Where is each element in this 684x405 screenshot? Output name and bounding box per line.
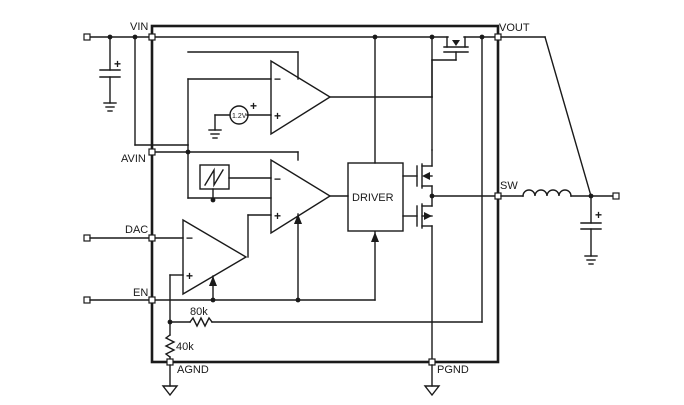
vin-label: VIN	[130, 21, 148, 33]
output-network	[500, 36, 614, 265]
top-rail	[151, 34, 499, 40]
reference-plus: +	[250, 99, 257, 113]
en-input-terminal[interactable]	[83, 296, 91, 304]
driver-block	[347, 36, 404, 232]
reference-source-icon	[208, 105, 249, 139]
capacitor-polarity-plus: +	[114, 57, 121, 71]
vin-pin	[148, 33, 156, 41]
sw-label: SW	[500, 180, 518, 192]
dac-amplifier	[151, 197, 248, 323]
vout-label: VOUT	[499, 22, 530, 34]
resistor-80k-label: 80k	[190, 306, 208, 318]
comp-minus: −	[274, 172, 281, 186]
agnd-ground-icon	[161, 364, 179, 397]
pgnd-ground-icon	[423, 364, 441, 397]
power-stage	[402, 96, 499, 363]
output-capacitor-plus: +	[595, 208, 602, 222]
resistor-40k-label: 40k	[176, 341, 194, 353]
avin-label: AVIN	[121, 153, 146, 165]
vout-pin	[494, 33, 502, 41]
pwm-comparator	[247, 158, 349, 301]
pass-switch-icon	[431, 36, 469, 61]
pgnd-label: PGND	[437, 364, 469, 376]
avin-pin	[148, 148, 156, 156]
dac-input-terminal[interactable]	[83, 234, 91, 242]
output-terminal[interactable]	[612, 192, 620, 200]
comp-plus: +	[274, 209, 281, 223]
reference-voltage-label: 1.2V	[232, 113, 247, 120]
vin-net	[87, 34, 272, 199]
dac-amp-minus: −	[186, 231, 193, 245]
dac-label: DAC	[125, 224, 148, 236]
vin-input-terminal[interactable]	[83, 33, 91, 41]
en-pin	[148, 296, 156, 304]
dac-amp-plus: +	[186, 269, 193, 283]
driver-label: DRIVER	[352, 192, 394, 204]
error-amp-1	[187, 36, 433, 146]
ramp-generator	[199, 164, 272, 201]
dac-pin	[148, 234, 156, 242]
pgnd-pin	[428, 358, 436, 366]
feedback-net	[164, 36, 483, 363]
amp1-plus: +	[274, 109, 281, 123]
avin-net	[151, 149, 299, 161]
sw-pin	[494, 192, 502, 200]
enable-net	[151, 231, 379, 303]
en-label: EN	[133, 287, 148, 299]
agnd-pin	[166, 358, 174, 366]
amp1-minus: −	[274, 72, 281, 86]
agnd-label: AGND	[177, 364, 209, 376]
